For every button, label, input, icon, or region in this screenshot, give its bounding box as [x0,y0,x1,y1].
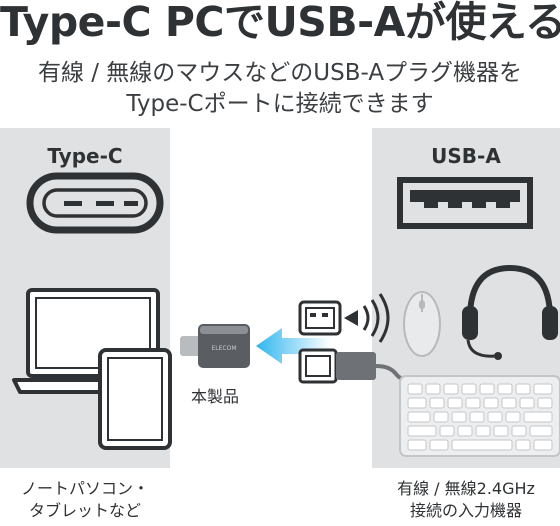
product-label: 本製品 [190,387,239,406]
subtitle-line-2: Type-Cポートに接続できます [126,91,434,117]
adapter-brand-text: ELECOM [211,345,236,352]
left-caption-line-1: ノートパソコン・ [20,479,149,498]
keyboard-icon [399,375,560,457]
right-caption-line-2: 接続の入力機器 [409,501,522,520]
left-caption-line-2: タブレットなど [28,501,141,520]
subtitle-line-1: 有線 / 無線のマウスなどのUSB-Aプラグ機器を [37,60,523,86]
tablet-icon [98,348,172,450]
wireless-signal-icon [344,293,390,343]
usb-dongle-icon [298,300,342,336]
page-title: Type-C PCでUSB-Aが使える [0,0,560,46]
usb-a-port-icon [397,177,533,229]
right-caption-line-1: 有線 / 無線2.4GHz [397,479,535,498]
usb-a-plug-icon [298,348,421,384]
type-c-port-icon [26,172,164,234]
type-c-label: Type-C [47,144,123,168]
usb-a-label: USB-A [431,144,501,168]
mouse-icon [403,291,441,357]
headset-icon [462,264,558,360]
adapter-icon: ELECOM [180,324,250,368]
arrow-icon [256,328,330,364]
